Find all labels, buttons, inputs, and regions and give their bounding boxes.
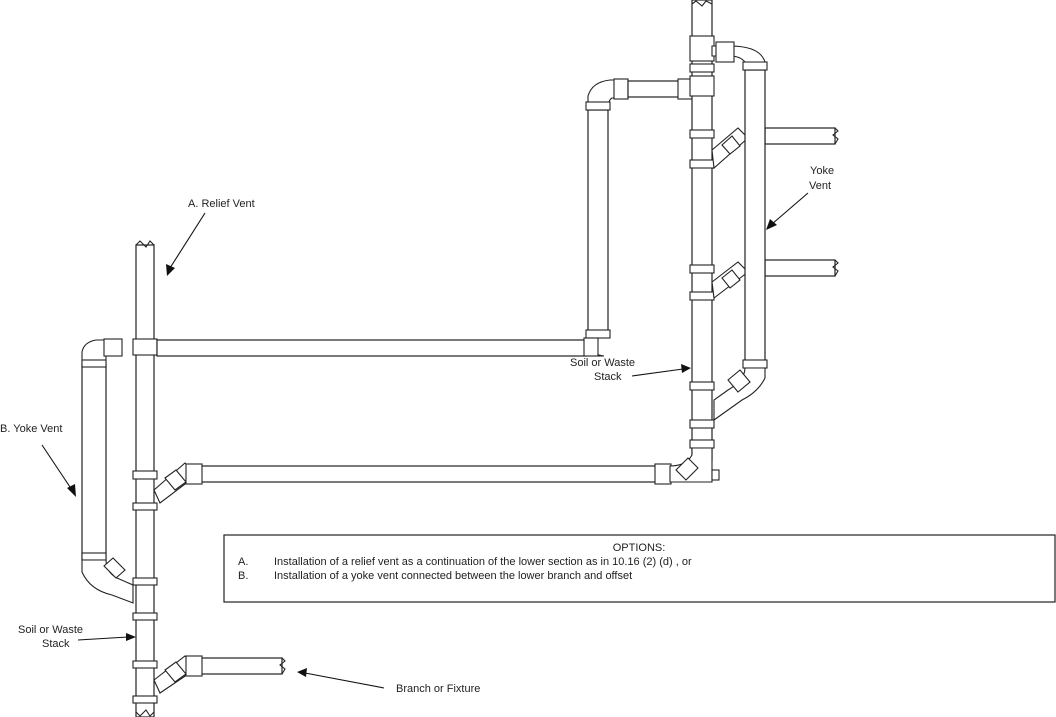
label-stack-right-line1: Soil or Waste: [570, 357, 635, 369]
label-stack-left-line2: Stack: [42, 638, 70, 650]
right-stack: [689, 0, 715, 461]
option-a-letter: A.: [238, 556, 248, 568]
right-yoke-vent: [711, 41, 768, 422]
label-stack-right-line2: Stack: [594, 371, 622, 383]
label-yoke-vent-b: B. Yoke Vent: [0, 423, 62, 435]
left-yoke-vent: [81, 338, 134, 604]
fixture-branch: [185, 655, 286, 677]
option-b-letter: B.: [238, 570, 248, 582]
option-a-text: Installation of a relief vent as a conti…: [274, 556, 692, 568]
options-box: OPTIONS: A. Installation of a relief ven…: [223, 534, 1056, 603]
horizontal-branch: [185, 463, 672, 485]
label-relief-vent: A. Relief Vent: [188, 198, 255, 210]
arrow-yoke-vent-right: [766, 192, 809, 230]
arrow-stack-right: [631, 364, 691, 377]
arrow-yoke-vent-left: [41, 444, 76, 497]
right-middle-wye: [711, 259, 839, 300]
arrow-relief-vent: [166, 212, 206, 276]
offset-pipe: [156, 339, 588, 357]
arrow-stack-left: [77, 633, 136, 641]
right-upper-wye: [711, 127, 839, 170]
arrow-branch-fixture: [297, 668, 385, 689]
label-yoke-vent-right-line1: Yoke: [810, 165, 834, 177]
label-stack-left-line1: Soil or Waste: [18, 624, 83, 636]
label-branch-fixture: Branch or Fixture: [396, 683, 480, 695]
options-title: OPTIONS:: [613, 542, 666, 554]
label-yoke-vent-right-line2: Vent: [809, 180, 831, 192]
offset-riser: [583, 78, 693, 357]
right-stack-elbow: [669, 447, 720, 483]
left-stack: [132, 240, 158, 717]
option-b-text: Installation of a yoke vent connected be…: [274, 570, 632, 582]
